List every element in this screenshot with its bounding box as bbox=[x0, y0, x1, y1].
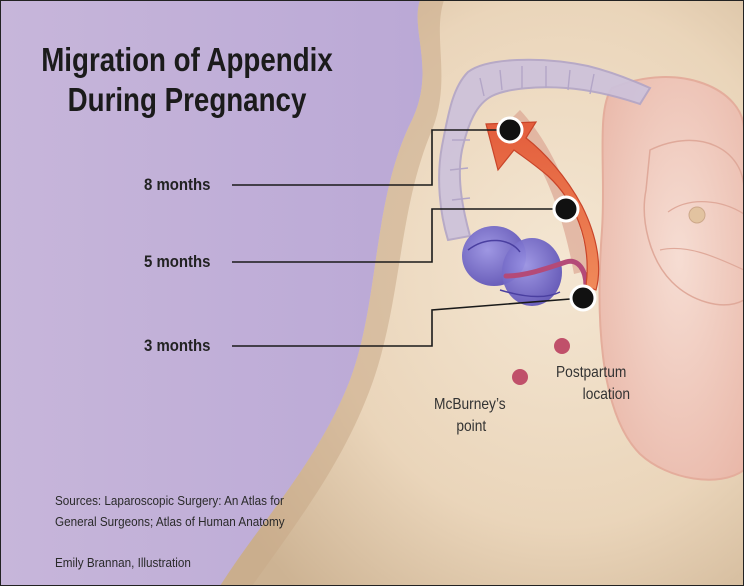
illustration-credit: Emily Brannan, Illustration bbox=[55, 552, 191, 573]
fetus-navel bbox=[689, 207, 705, 223]
sources-line-1: Sources: Laparoscopic Surgery: An Atlas … bbox=[55, 493, 284, 508]
label-8-months: 8 months bbox=[144, 175, 210, 195]
uterus bbox=[600, 77, 744, 480]
sources-note: Sources: Laparoscopic Surgery: An Atlas … bbox=[55, 490, 285, 532]
sources-line-2: General Surgeons; Atlas of Human Anatomy bbox=[55, 514, 285, 529]
postpartum-line-1: Postpartum bbox=[556, 364, 626, 381]
mcburney-line-1: McBurney’s bbox=[434, 396, 506, 413]
marker-3-months bbox=[571, 286, 595, 310]
title-line-2: During Pregnancy bbox=[68, 81, 307, 118]
title-line-1: Migration of Appendix bbox=[41, 41, 333, 78]
postpartum-dot bbox=[554, 338, 570, 354]
label-3-months: 3 months bbox=[144, 336, 210, 356]
label-5-months: 5 months bbox=[144, 252, 210, 272]
mcburney-label: McBurney’s point bbox=[434, 394, 506, 438]
postpartum-line-2: location bbox=[556, 384, 630, 406]
marker-8-months bbox=[498, 118, 522, 142]
diagram-title: Migration of Appendix During Pregnancy bbox=[40, 40, 334, 120]
marker-5-months bbox=[554, 197, 578, 221]
mcburney-dot bbox=[512, 369, 528, 385]
postpartum-label: Postpartum location bbox=[556, 362, 630, 406]
mcburney-line-2: point bbox=[434, 416, 486, 438]
